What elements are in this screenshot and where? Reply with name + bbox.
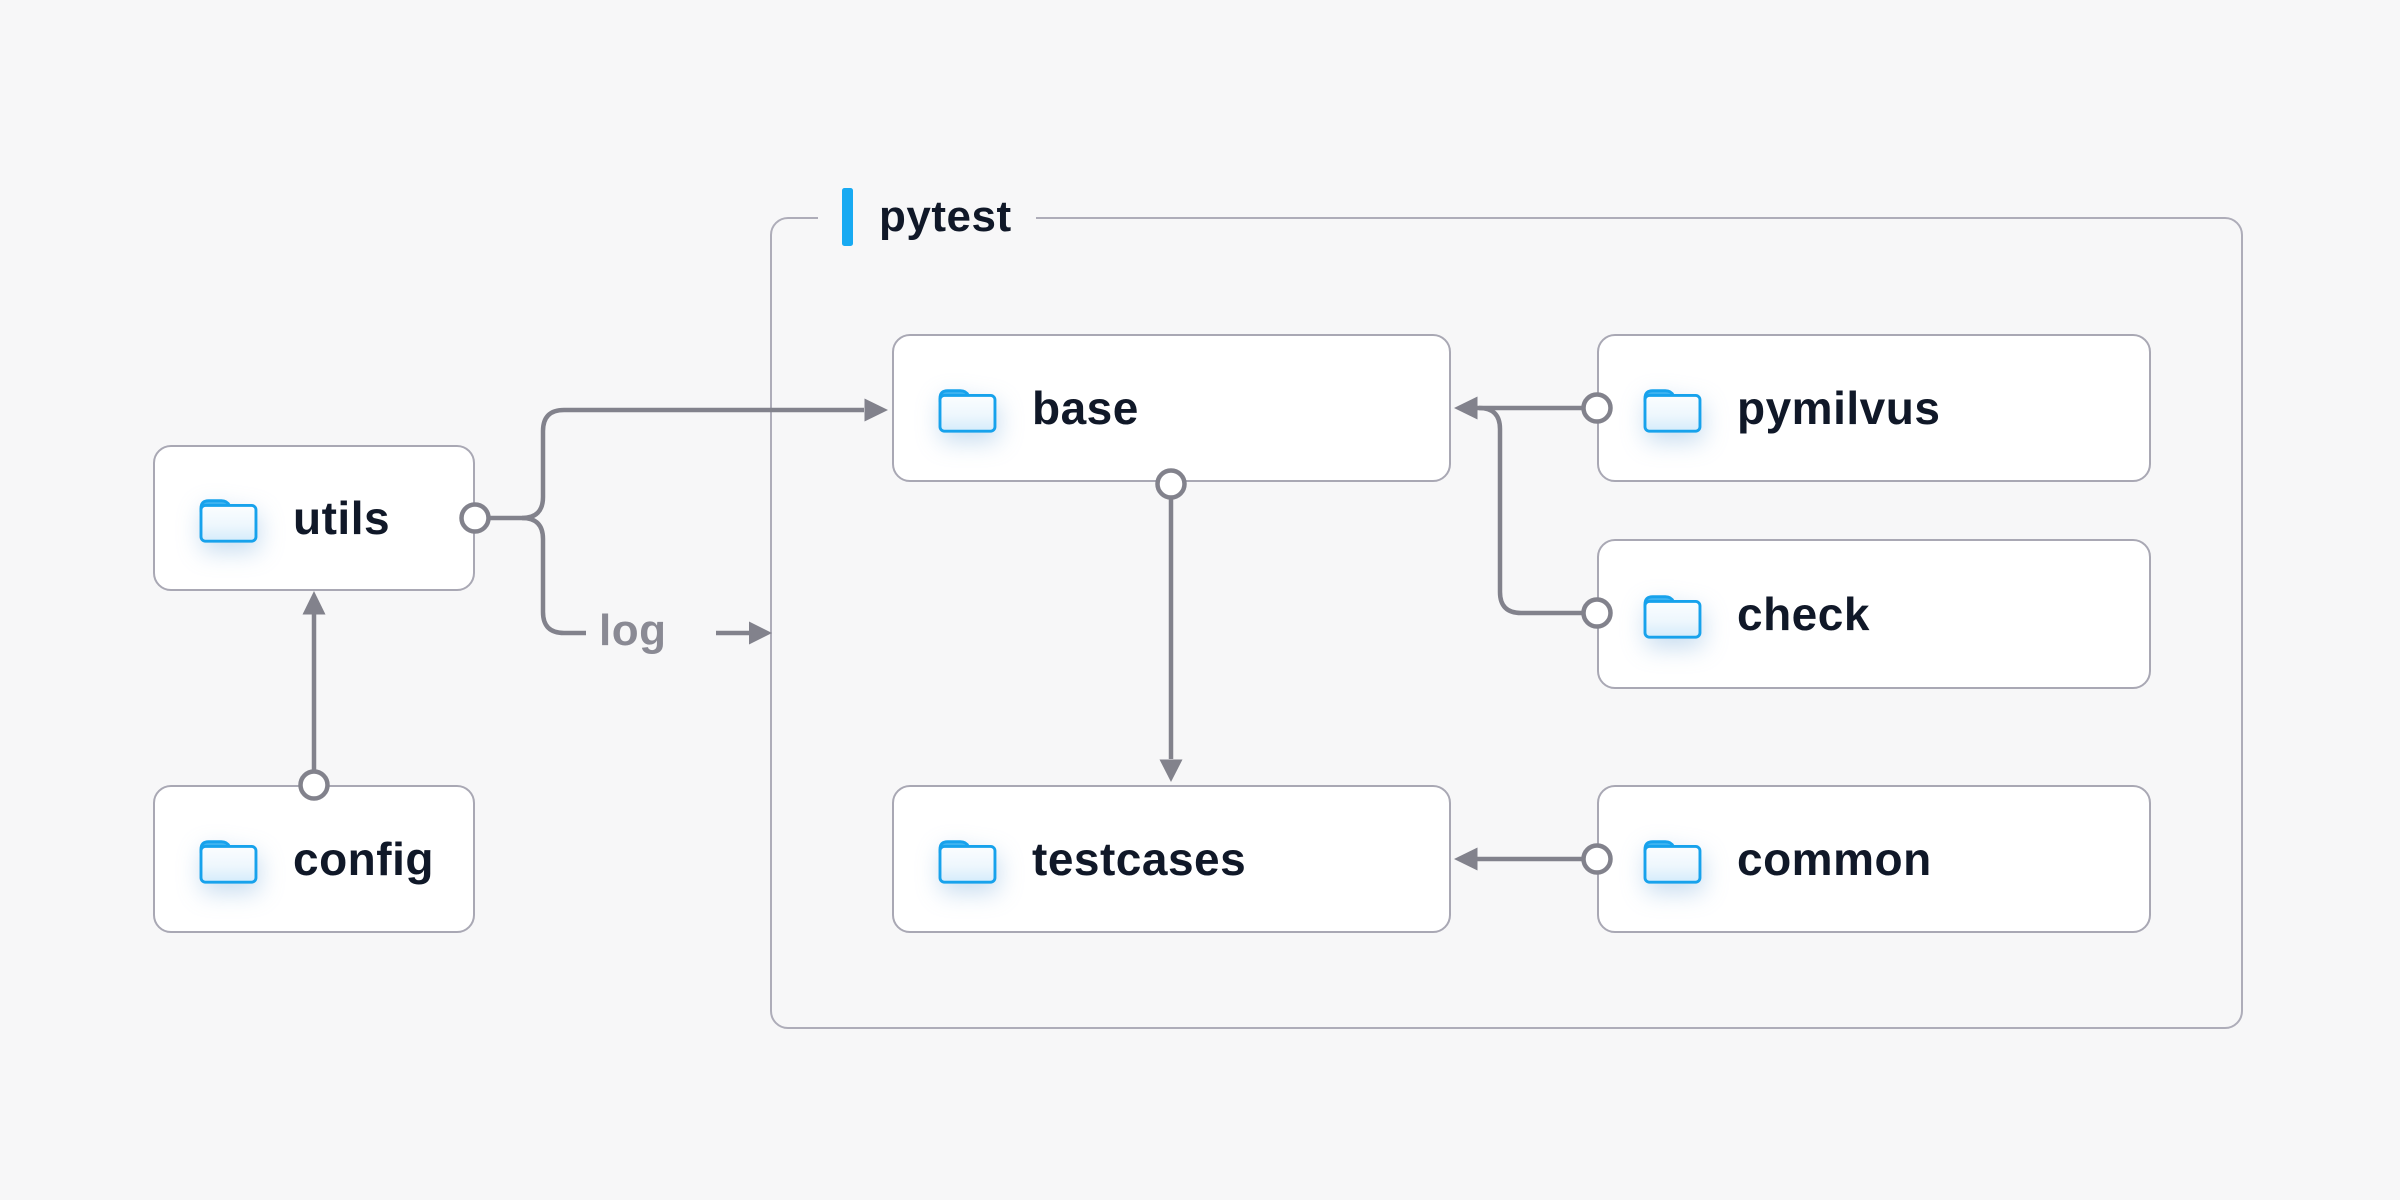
folder-icon [934, 832, 1000, 886]
node-label: utils [293, 492, 391, 544]
node-label: check [1737, 588, 1870, 640]
node-utils: utils [153, 445, 475, 591]
node-testcases: testcases [892, 785, 1451, 933]
node-label: testcases [1032, 833, 1247, 885]
edge-label-log: log [599, 606, 667, 655]
node-check: check [1597, 539, 2151, 689]
node-pymilvus: pymilvus [1597, 334, 2151, 482]
edge-config-to-utils [298, 591, 330, 801]
node-label: config [293, 833, 434, 885]
node-label: common [1737, 833, 1932, 885]
group-title: pytest [879, 192, 1012, 241]
folder-icon [1639, 587, 1705, 641]
folder-icon [195, 491, 261, 545]
node-label: pymilvus [1737, 382, 1941, 434]
arrowhead-up-icon [302, 591, 326, 615]
arrowhead-right-icon [749, 621, 772, 645]
accent-bar-icon [842, 188, 853, 246]
node-base: base [892, 334, 1451, 482]
folder-icon [934, 381, 1000, 435]
node-config: config [153, 785, 475, 933]
folder-icon [195, 832, 261, 886]
folder-icon [1639, 381, 1705, 435]
node-label: base [1032, 382, 1139, 434]
node-common: common [1597, 785, 2151, 933]
pytest-group-label: pytest [818, 188, 1036, 246]
folder-icon [1639, 832, 1705, 886]
